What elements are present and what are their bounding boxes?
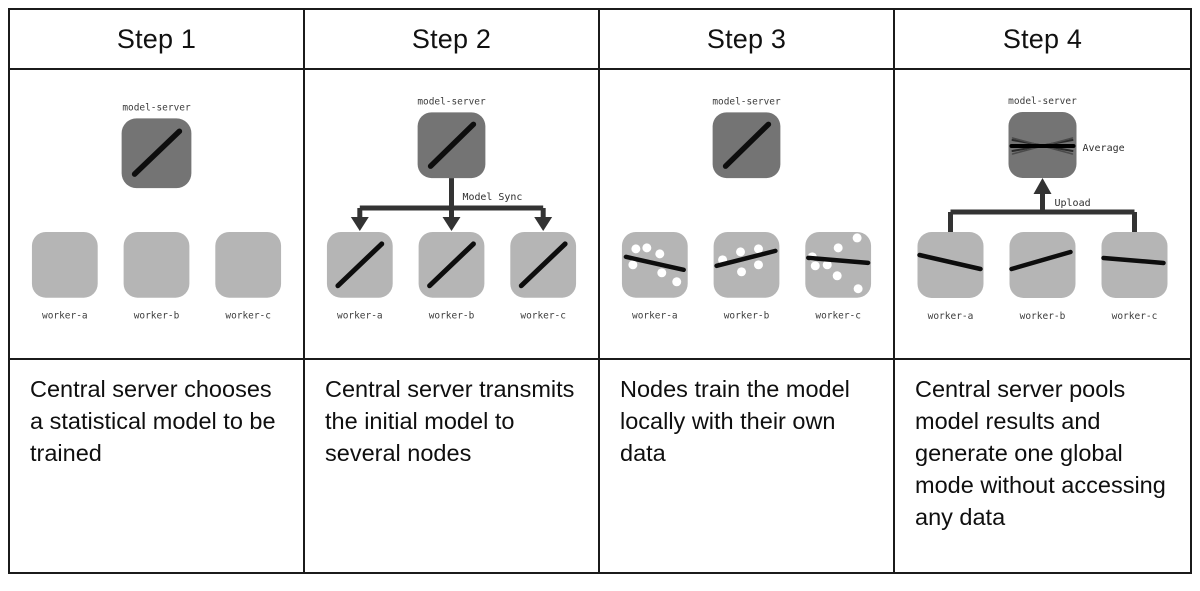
step-4-description-text: Central server pools model results and g… — [915, 376, 1166, 530]
worker-a-label: worker-a — [337, 311, 383, 322]
worker-c-node — [215, 231, 282, 298]
worker-c-node — [805, 231, 872, 298]
averaged-model-lines-icon — [1009, 137, 1076, 155]
worker-b-label: worker-b — [134, 311, 180, 322]
worker-b-fit-line — [714, 248, 778, 269]
worker-c-data-points — [807, 233, 863, 294]
step-2-title: Step 2 — [411, 23, 492, 54]
arrowhead-b-icon — [442, 216, 461, 231]
worker-c-fit-line — [806, 255, 871, 266]
model-sync-label: Model Sync — [462, 192, 522, 203]
arrowhead-a-icon — [350, 216, 369, 231]
worker-c-node — [1101, 232, 1168, 298]
worker-a-label: worker-a — [928, 311, 974, 322]
worker-b-node — [1009, 232, 1076, 298]
worker-a-model-line — [335, 241, 385, 289]
step-4-diagram: model-server Average Upload — [895, 70, 1190, 360]
step-3-header: Step 3 — [600, 10, 895, 70]
model-line-icon — [131, 128, 183, 177]
worker-b-label: worker-b — [429, 311, 475, 322]
worker-c-label: worker-c — [225, 311, 271, 322]
worker-b-label: worker-b — [724, 311, 770, 322]
step-2-description: Central server transmits the initial mod… — [305, 360, 600, 572]
model-line-icon — [722, 121, 772, 169]
step-2-diagram: model-server Model Sync — [305, 70, 600, 360]
model-server-label: model-server — [1008, 96, 1077, 107]
worker-a-node — [917, 232, 984, 298]
worker-a-label: worker-a — [632, 311, 678, 322]
worker-c-trained-line — [1101, 255, 1166, 266]
worker-fit-lines — [623, 248, 871, 273]
model-server-label: model-server — [417, 96, 486, 107]
worker-a-label: worker-a — [42, 311, 88, 322]
worker-b-node — [123, 231, 190, 298]
worker-c-label: worker-c — [1112, 311, 1158, 322]
worker-a-fit-line — [623, 254, 686, 273]
step-3-diagram: model-server — [600, 70, 895, 360]
step-2-header: Step 2 — [305, 10, 600, 70]
upload-arrow — [948, 178, 1137, 232]
step-3-description: Nodes train the model locally with their… — [600, 360, 895, 572]
model-line-icon — [427, 121, 477, 169]
step-4-diagram-svg: model-server Average Upload — [917, 96, 1168, 322]
step-2-diagram-svg: model-server Model Sync — [326, 96, 577, 322]
arrowhead-up-icon — [1033, 178, 1052, 194]
worker-b-trained-line — [1009, 249, 1073, 272]
worker-trained-lines — [917, 249, 1166, 272]
step-3-diagram-svg: model-server — [621, 96, 872, 322]
step-4-description: Central server pools model results and g… — [895, 360, 1190, 572]
model-sync-arrows — [350, 178, 553, 231]
step-1-header: Step 1 — [10, 10, 305, 70]
worker-c-label: worker-c — [520, 311, 566, 322]
worker-model-lines — [335, 241, 568, 289]
upload-label: Upload — [1055, 198, 1091, 209]
worker-b-label: worker-b — [1020, 311, 1066, 322]
step-1-description-text: Central server chooses a statistical mod… — [30, 376, 276, 466]
worker-c-model-line — [518, 241, 568, 289]
step-1-diagram: model-server worker-a worker-b worker-c — [10, 70, 305, 360]
step-1-diagram-svg: model-server worker-a worker-b worker-c — [31, 102, 282, 322]
step-1-description: Central server chooses a statistical mod… — [10, 360, 305, 572]
worker-b-model-line — [427, 241, 476, 289]
worker-b-data-points — [718, 244, 763, 277]
step-2-description-text: Central server transmits the initial mod… — [325, 376, 575, 466]
step-4-header: Step 4 — [895, 10, 1190, 70]
average-label: Average — [1083, 143, 1125, 154]
step-3-description-text: Nodes train the model locally with their… — [620, 376, 850, 466]
step-1-title: Step 1 — [116, 23, 197, 54]
arrowhead-c-icon — [534, 216, 553, 231]
worker-a-node — [31, 231, 98, 298]
model-server-label: model-server — [122, 102, 191, 113]
model-server-label: model-server — [712, 96, 781, 107]
step-4-title: Step 4 — [1002, 23, 1083, 54]
step-3-title: Step 3 — [706, 23, 787, 54]
worker-c-label: worker-c — [815, 311, 861, 322]
worker-a-trained-line — [917, 252, 983, 272]
worker-a-data-points — [628, 243, 682, 287]
steps-table: Step 1 Step 2 Step 3 Step 4 model-server… — [8, 8, 1192, 574]
worker-b-node — [713, 231, 780, 298]
